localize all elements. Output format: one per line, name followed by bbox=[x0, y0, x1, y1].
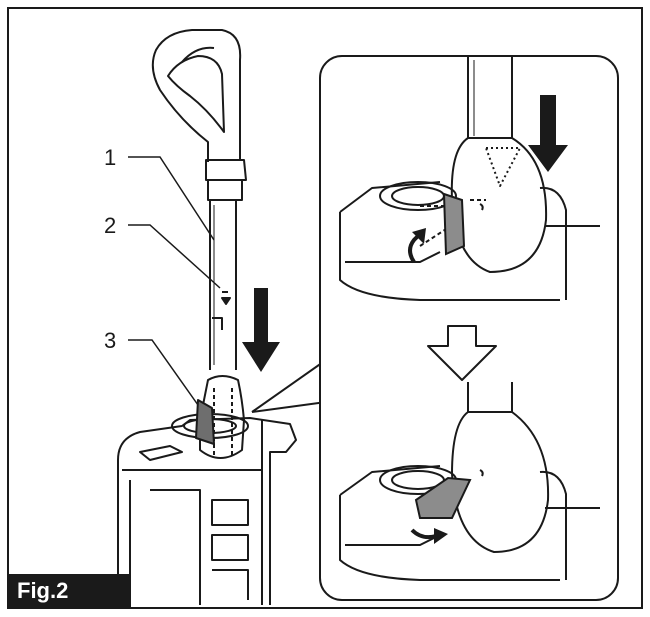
down-arrow-icon bbox=[528, 95, 568, 172]
callout-1: 1 bbox=[104, 145, 116, 170]
curved-arrow-icon bbox=[408, 228, 426, 264]
detail-bottom bbox=[339, 382, 600, 581]
callout-leaders bbox=[128, 156, 221, 406]
socket-sleeve bbox=[195, 375, 245, 459]
latch-lever-top bbox=[442, 192, 466, 256]
latch-lever-bottom bbox=[414, 476, 472, 519]
detail-connector bbox=[251, 359, 327, 413]
curved-arrow-icon bbox=[410, 528, 448, 544]
detail-top bbox=[339, 56, 600, 301]
callout-3: 3 bbox=[104, 328, 116, 353]
hollow-down-arrow-icon bbox=[427, 325, 497, 381]
down-arrow-icon bbox=[242, 288, 280, 372]
figure-label: Fig.2 bbox=[9, 574, 131, 608]
callout-2: 2 bbox=[104, 213, 116, 238]
handle-pipe bbox=[151, 29, 247, 370]
